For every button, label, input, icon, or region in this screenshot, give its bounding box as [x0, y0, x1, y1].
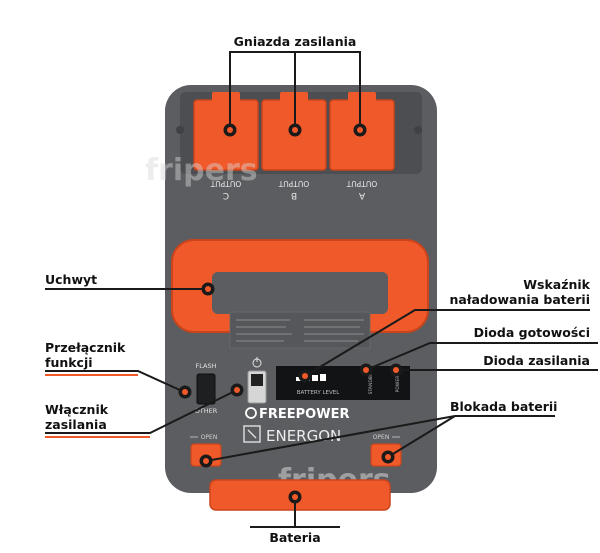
label-ready-led: Dioda gotowości — [473, 325, 590, 340]
output-label-a: OUTPUT — [346, 179, 377, 188]
open-label-right: OPEN — [373, 434, 390, 441]
open-label-left: OPEN — [201, 434, 218, 441]
label-function-switch-1: Przełącznik — [45, 340, 126, 355]
screw-right-top — [414, 126, 422, 134]
function-switch — [196, 373, 216, 405]
power-led-label: POWER — [395, 376, 401, 393]
output-label-c: OUTPUT — [210, 179, 241, 188]
spec-label-area — [229, 311, 371, 349]
output-letter-a: A — [358, 190, 365, 200]
handle-recess — [212, 272, 388, 314]
label-battery: Bateria — [269, 530, 321, 545]
label-power-led: Dioda zasilania — [483, 353, 590, 368]
output-letter-b: B — [291, 190, 297, 200]
label-power-switch-1: Włącznik — [45, 402, 109, 417]
led-panel — [276, 366, 410, 400]
output-letter-c: C — [223, 190, 229, 200]
output-label-b: OUTPUT — [278, 179, 309, 188]
watermark-top: fripers — [145, 153, 258, 188]
product-name: ENERGON — [266, 427, 341, 445]
label-function-switch-2: funkcji — [45, 355, 93, 370]
label-battery-indicator-2: naładowania baterii — [449, 292, 590, 307]
label-battery-lock: Blokada baterii — [450, 399, 558, 414]
callout-lines — [45, 51, 598, 528]
screw-left-top — [176, 126, 184, 134]
label-handle: Uchwyt — [45, 272, 98, 287]
brand-logo-icon — [245, 407, 257, 419]
label-power-switch-2: zasilania — [45, 417, 107, 432]
battery-level-label: BATTERY LEVEL — [297, 390, 341, 396]
callout-dots — [178, 123, 403, 504]
label-battery-indicator-1: Wskaźnik — [523, 277, 590, 292]
label-power-sockets: Gniazda zasilania — [233, 34, 357, 49]
other-label: OTHER — [195, 407, 218, 415]
brand-name: FREEPOWER — [259, 407, 349, 422]
standby-label: STANDBY — [368, 373, 374, 394]
product-logo-icon — [243, 425, 261, 443]
flash-label: FLASH — [196, 362, 217, 370]
